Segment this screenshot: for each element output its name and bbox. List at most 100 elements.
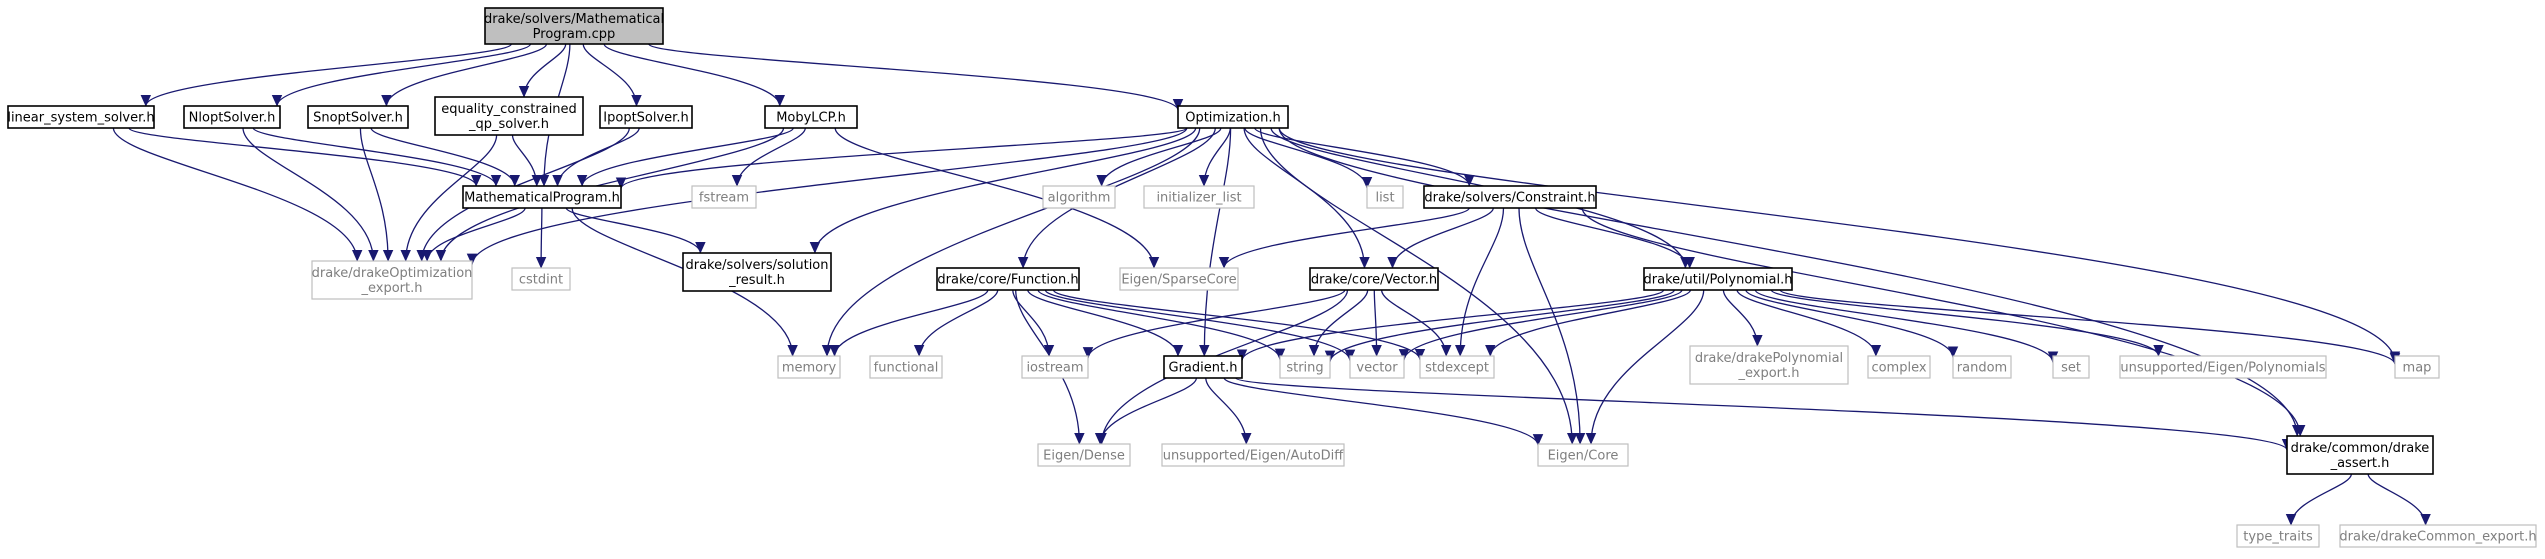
node-label: memory: [782, 361, 837, 376]
node-box: [1309, 267, 1439, 291]
node-map: map: [2394, 355, 2440, 379]
node-box: [1867, 355, 1931, 379]
node-poly[interactable]: drake/util/Polynomial.h: [1643, 267, 1793, 291]
node-label: _result.h: [728, 273, 785, 288]
node-label: string: [1286, 361, 1323, 376]
node-label: set: [2061, 361, 2081, 376]
node-complex: complex: [1867, 355, 1931, 379]
node-label: drake/core/Vector.h: [1311, 273, 1437, 288]
edge-optim-to-solres: [809, 127, 1197, 254]
node-box: [2052, 355, 2090, 379]
node-constraint[interactable]: drake/solvers/Constraint.h: [1423, 185, 1597, 209]
node-label: cstdint: [519, 273, 563, 288]
node-nlopt[interactable]: NloptSolver.h: [183, 105, 281, 129]
edge-root-to-snopt: [381, 43, 548, 107]
edge-mp-to-cstdint: [535, 207, 547, 269]
node-label: SnoptSolver.h: [313, 111, 403, 126]
edge-function-to-memory: [829, 289, 989, 357]
node-label: drake/util/Polynomial.h: [1644, 273, 1793, 288]
edge-optim-to-map: [1278, 127, 2401, 363]
node-vectorh[interactable]: drake/core/Vector.h: [1309, 267, 1439, 291]
node-box: [2394, 355, 2440, 379]
node-label: drake/drakeOptimization: [312, 266, 473, 281]
node-lss[interactable]: linear_system_solver.h: [7, 105, 155, 129]
node-ipopt[interactable]: IpoptSolver.h: [599, 105, 693, 129]
node-box: [462, 185, 622, 209]
node-box: [307, 105, 409, 129]
node-box: [484, 7, 664, 45]
node-dassert[interactable]: drake/common/drake_assert.h: [2286, 435, 2434, 475]
node-box: [1143, 185, 1255, 209]
node-box: [682, 252, 832, 292]
node-stdexcept: stdexcept: [1419, 355, 1495, 379]
node-algorithm: algorithm: [1042, 185, 1116, 209]
node-commonexp: drake/drakeCommon_export.h: [2339, 524, 2537, 548]
edge-constraint-to-stdexcept: [1454, 207, 1505, 357]
node-function[interactable]: drake/core/Function.h: [936, 267, 1080, 291]
node-optim[interactable]: Optimization.h: [1177, 105, 1289, 129]
node-label: stdexcept: [1425, 361, 1489, 376]
node-memory: memory: [777, 355, 841, 379]
node-core: Eigen/Core: [1537, 443, 1629, 467]
node-label: drake/drakePolynomial: [1695, 351, 1843, 366]
edge-poly-to-string: [1324, 289, 1675, 363]
node-dense: Eigen/Dense: [1037, 443, 1131, 467]
edge-function-to-stdexcept: [1052, 289, 1426, 361]
edge-poly-to-unsupoly: [1770, 289, 2164, 357]
node-box: [1021, 355, 1089, 379]
node-eqqp[interactable]: equality_constrained_qp_solver.h: [434, 96, 584, 136]
node-box: [1689, 345, 1849, 385]
node-random: random: [1952, 355, 2012, 379]
node-label: Gradient.h: [1169, 361, 1238, 376]
node-polyexp: drake/drakePolynomial_export.h: [1689, 345, 1849, 385]
edge-root-to-eqqp: [518, 43, 567, 98]
node-label: drake/solvers/solution: [685, 258, 828, 273]
node-mp[interactable]: MathematicalProgram.h: [462, 185, 622, 209]
node-box: [1163, 355, 1243, 379]
edge-optim-to-constraint: [1254, 127, 1475, 187]
node-box: [1423, 185, 1597, 209]
edge-moby-to-mp: [576, 127, 794, 187]
edge-gradient-to-dense: [1094, 377, 1198, 445]
edge-vectorh-to-iostream: [1082, 289, 1346, 359]
node-moby[interactable]: MobyLCP.h: [764, 105, 858, 129]
edge-eqqp-to-mp: [511, 134, 543, 187]
edge-moby-to-sparse: [834, 127, 1160, 269]
node-gradient[interactable]: Gradient.h: [1163, 355, 1243, 379]
edge-gradient-to-dassert: [1235, 377, 2292, 451]
node-box: [764, 105, 858, 129]
node-string: string: [1279, 355, 1331, 379]
edge-optim-to-poly: [1270, 127, 1691, 269]
edge-poly-to-core: [1585, 289, 1705, 445]
edge-snopt-to-optexp: [359, 127, 394, 262]
node-box: [2119, 355, 2327, 379]
node-box: [1537, 443, 1629, 467]
node-solres[interactable]: drake/solvers/solution_result.h: [682, 252, 832, 292]
edge-vectorh-to-string: [1308, 289, 1369, 357]
node-box: [1349, 355, 1405, 379]
node-label: map: [2403, 361, 2432, 376]
node-box: [511, 267, 571, 291]
edge-gradient-to-autodiff: [1205, 377, 1252, 445]
node-label: Eigen/SparseCore: [1121, 273, 1236, 288]
edge-vectorh-to-stdexcept: [1380, 289, 1452, 357]
node-label: MobyLCP.h: [776, 111, 846, 126]
edge-snopt-to-mp: [370, 127, 521, 187]
edge-optim-to-core: [1259, 127, 1578, 445]
edge-constraint-to-sparse: [1218, 207, 1470, 269]
edge-optim-to-initlist: [1198, 127, 1231, 187]
edge-constraint-to-vectorh: [1387, 207, 1494, 269]
node-label: drake/common/drake: [2291, 441, 2430, 456]
node-label: list: [1375, 191, 1394, 206]
node-label: Optimization.h: [1185, 111, 1281, 126]
node-snopt[interactable]: SnoptSolver.h: [307, 105, 409, 129]
node-label: complex: [1871, 361, 1926, 376]
node-label: random: [1957, 361, 2007, 376]
node-label: Eigen/Dense: [1043, 449, 1125, 464]
node-root[interactable]: drake/solvers/MathematicalProgram.cpp: [484, 7, 664, 45]
edge-function-to-functional: [913, 289, 999, 357]
node-box: [1042, 185, 1116, 209]
edge-root-to-moby: [603, 43, 786, 107]
node-box: [1279, 355, 1331, 379]
node-label: type_traits: [2243, 530, 2313, 545]
